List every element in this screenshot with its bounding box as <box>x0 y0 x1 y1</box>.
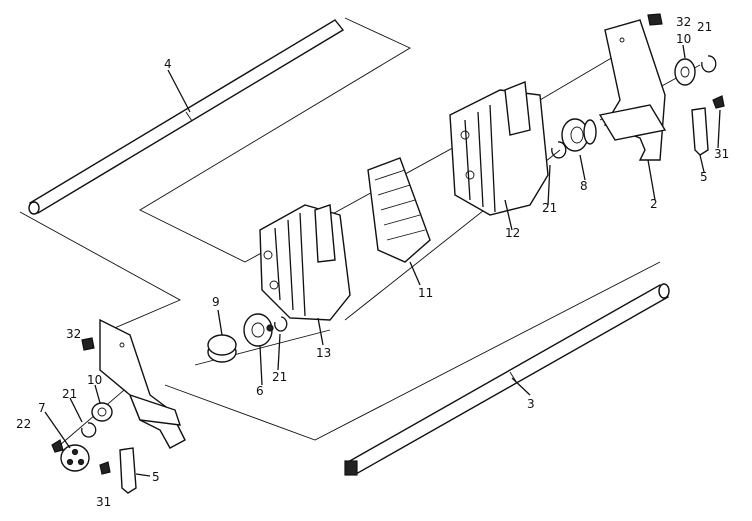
label-32-left: 32 <box>66 327 81 341</box>
label-11: 11 <box>418 286 433 300</box>
label-32-top: 32 <box>676 15 691 29</box>
label-21-top: 21 <box>697 20 712 34</box>
screw-32-left <box>81 337 95 351</box>
bushing-10-upper <box>674 44 696 86</box>
label-22: 22 <box>16 417 31 431</box>
gear-6 <box>243 313 274 386</box>
label-13: 13 <box>316 346 331 360</box>
bracket-right <box>598 19 667 201</box>
label-9: 9 <box>212 295 220 309</box>
label-21-upper: 21 <box>542 201 557 215</box>
ribbed-pad <box>367 157 431 286</box>
label-4: 4 <box>164 57 172 71</box>
guide-lines <box>19 17 701 446</box>
shaft-upper <box>28 19 345 215</box>
label-3: 3 <box>527 397 535 411</box>
gear-7 <box>44 411 90 472</box>
label-10-lower: 10 <box>87 373 102 387</box>
gear-8 <box>561 118 597 181</box>
clip-5-left <box>119 447 151 494</box>
bracket-left <box>99 318 186 449</box>
screw-31-right <box>712 95 725 149</box>
label-5-left: 5 <box>152 470 160 484</box>
clip-5-right <box>691 107 709 173</box>
shaft-lower <box>344 283 670 476</box>
carriage-block-left <box>259 204 351 346</box>
label-31-left: 31 <box>96 495 111 509</box>
label-21-lower: 21 <box>62 387 77 401</box>
callout-labels: 4 32 10 21 8 21 12 2 5 31 11 13 9 6 21 3… <box>16 15 729 509</box>
washer-10-lower <box>91 384 113 422</box>
screw-31-left <box>99 461 111 475</box>
screw-22 <box>51 439 64 453</box>
label-21-mid: 21 <box>272 370 287 384</box>
label-8: 8 <box>580 179 588 193</box>
label-31-right: 31 <box>714 147 729 161</box>
label-12: 12 <box>505 226 520 240</box>
retaining-ring-21-upper <box>547 141 567 206</box>
label-2: 2 <box>650 197 658 211</box>
carriage-block-right <box>449 81 549 231</box>
retaining-ring-21-lower <box>69 397 97 438</box>
label-10-top: 10 <box>676 32 691 46</box>
label-5-right: 5 <box>700 170 708 184</box>
retaining-ring-21-mid <box>274 316 288 371</box>
bushing-9 <box>207 309 237 363</box>
label-6: 6 <box>256 384 264 398</box>
retaining-ring-21-top <box>701 55 717 73</box>
label-7: 7 <box>38 401 46 415</box>
screw-32-right <box>647 13 663 26</box>
